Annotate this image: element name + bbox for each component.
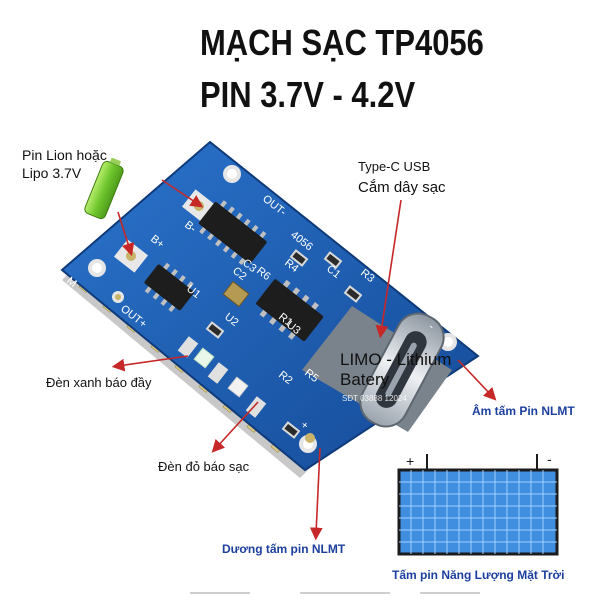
usb-label: Type-C USB Cắm dây sạc (358, 158, 446, 197)
output-pads (112, 291, 124, 303)
usb-type-c-connector (302, 306, 452, 432)
silk-in-minus: - (426, 321, 437, 333)
battery-label-line-2: Lipo 3.7V (22, 165, 82, 181)
usb-label-line-1: Type-C USB (358, 159, 431, 174)
battery-label-line-1: Pin Lion hoặc (22, 147, 107, 163)
watermark: LIMO - Lithium Batery (340, 350, 451, 390)
red-led (227, 376, 249, 398)
led-pads (177, 336, 267, 418)
solar-panel-label: Tấm pin Năng Lượng Mặt Trời (392, 568, 565, 582)
solar-panel: + - (397, 451, 559, 556)
green-led (193, 347, 215, 369)
watermark-phone: SĐT 03888 12024 (342, 394, 407, 403)
pointer-arrows (111, 179, 497, 541)
battery-icon (84, 157, 124, 220)
negative-solar-label: Âm tấm Pin NLMT (472, 404, 575, 418)
watermark-line-1: LIMO - Lithium (340, 350, 452, 369)
footer-artifacts (190, 592, 480, 594)
title-line-2: PIN 3.7V - 4.2V (200, 74, 416, 115)
mosfet-chip (144, 262, 194, 313)
title-line-1: MẠCH SẠC TP4056 (200, 22, 484, 63)
positive-solar-label: Dương tấm pin NLMT (222, 542, 346, 556)
protection-chip (198, 200, 267, 265)
solar-minus-mark: - (547, 451, 552, 467)
usb-label-line-2: Cắm dây sạc (358, 179, 446, 196)
watermark-line-2: Batery (340, 370, 390, 389)
tp4056-chip (256, 279, 324, 342)
red-led-label: Đèn đỏ báo sạc (158, 459, 250, 474)
solar-plus-mark: + (406, 453, 414, 469)
capacitor (222, 280, 250, 308)
green-led-label: Đèn xanh báo đầy (46, 375, 152, 390)
battery-label: Pin Lion hoặc Lipo 3.7V (22, 146, 107, 182)
